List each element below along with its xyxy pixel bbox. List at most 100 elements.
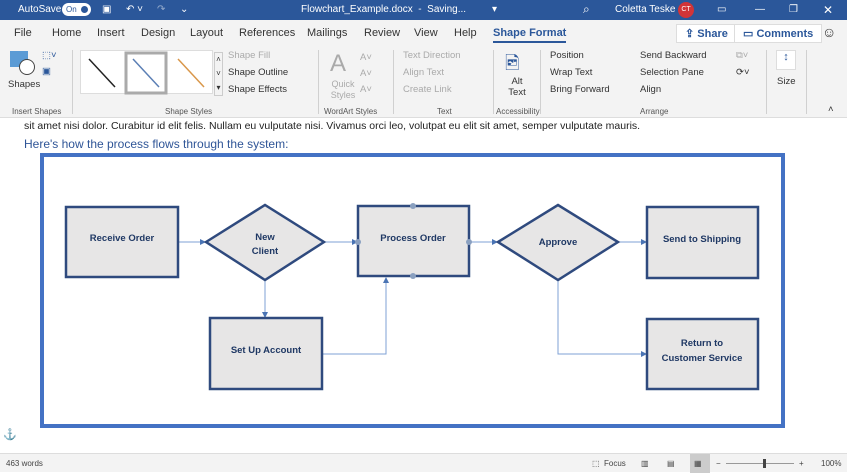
tab-home[interactable]: Home [52, 27, 82, 39]
undo-icon[interactable]: ↶ ˅ [126, 4, 143, 15]
return-label-2: Customer Service [662, 353, 743, 364]
alt-text-button[interactable]: Alt Text [508, 76, 526, 98]
feedback-smiley-icon[interactable]: ☺ [822, 24, 837, 40]
status-bar: 463 words ⬚ Focus ▥ ▤ ▦ − + 100% [0, 453, 847, 473]
selection-pane-button[interactable]: Selection Pane [640, 67, 704, 78]
group-shape-styles: Shape Styles [165, 107, 213, 116]
text-fill-outline-effects-icons[interactable]: A˅A˅A˅ [360, 52, 372, 95]
divider [806, 50, 807, 114]
print-layout-icon[interactable]: ▤ [667, 459, 675, 468]
shapes-button[interactable]: Shapes [8, 79, 41, 90]
minimize-icon[interactable]: — [755, 4, 765, 15]
tab-help[interactable]: Help [454, 27, 477, 39]
tab-shape-format[interactable]: Shape Format [493, 27, 567, 43]
divider [540, 50, 541, 114]
comments-button[interactable]: ▭ Comments [734, 24, 823, 43]
group-arrange: Arrange [640, 107, 669, 116]
web-layout-icon[interactable]: ▦ [690, 454, 710, 473]
edit-shape-icon[interactable]: ⬚˅ [42, 50, 57, 61]
group-wordart-styles: WordArt Styles [324, 107, 378, 116]
new-client-label-2: Client [252, 246, 279, 257]
new-client-diamond [203, 203, 327, 282]
text-box-icon[interactable]: ▣ [42, 66, 51, 77]
ribbon: Shapes ⬚˅ ▣ Insert Shapes ˄˅▾ Shape Fill… [0, 46, 847, 118]
avatar[interactable]: CT [678, 2, 694, 18]
save-icon[interactable]: ▣ [102, 4, 112, 15]
word-count[interactable]: 463 words [6, 459, 43, 468]
zoom-out-icon[interactable]: − [716, 459, 721, 468]
search-icon[interactable]: ⌕ [583, 2, 590, 16]
connector [322, 277, 389, 355]
document-title: Flowchart_Example.docx - Saving... [301, 4, 467, 15]
gallery-scroll-icon[interactable]: ˄˅▾ [214, 52, 223, 96]
create-link-button[interactable]: Create Link [403, 84, 452, 95]
zoom-in-icon[interactable]: + [799, 459, 804, 468]
group-objects-icon[interactable]: ⧉˅ [736, 50, 749, 61]
align-button[interactable]: Align [640, 84, 662, 95]
flowchart-shapes[interactable] [64, 203, 760, 391]
share-icon: ⇪ [685, 28, 698, 40]
dropdown-icon[interactable]: ▾ [492, 4, 498, 15]
size-button[interactable]: Size [777, 76, 796, 87]
zoom-slider[interactable] [726, 463, 794, 464]
comment-icon: ▭ [743, 28, 757, 40]
restore-icon[interactable]: ❐ [789, 4, 798, 15]
collapse-ribbon-icon[interactable]: ˄ [828, 104, 834, 115]
shape-fill-button[interactable]: Shape Fill [228, 50, 271, 61]
tab-design[interactable]: Design [141, 27, 176, 39]
document-page[interactable]: sit amet nisi dolor. Curabitur id elit f… [0, 118, 847, 453]
flowchart[interactable]: Receive Order New Client Process Order A… [0, 118, 847, 453]
tab-file[interactable]: File [14, 27, 32, 39]
redo-icon[interactable]: ↷ [157, 4, 166, 15]
read-mode-icon[interactable]: ▥ [641, 459, 649, 468]
align-text-button[interactable]: Align Text [403, 67, 445, 78]
connector [557, 280, 647, 357]
autosave-toggle[interactable]: On [62, 3, 91, 16]
divider [766, 50, 767, 114]
focus-button[interactable]: Focus [604, 459, 626, 468]
anchor-icon[interactable]: ⚓ [3, 428, 17, 441]
text-direction-button[interactable]: Text Direction [403, 50, 461, 61]
position-button[interactable]: Position [550, 50, 584, 61]
shape-style-gallery[interactable] [80, 50, 213, 95]
tab-review[interactable]: Review [364, 27, 401, 39]
line-style-previews [88, 51, 205, 95]
zoom-level[interactable]: 100% [821, 459, 842, 468]
selection-handles[interactable] [355, 203, 472, 279]
shape-effects-button[interactable]: Shape Effects [228, 84, 287, 95]
share-label: Share [697, 28, 728, 40]
group-insert-shapes: Insert Shapes [12, 107, 62, 116]
quick-styles-button[interactable]: Quick Styles [330, 79, 356, 100]
tab-insert[interactable]: Insert [97, 27, 125, 39]
customize-icon[interactable]: ⌄ [180, 4, 189, 15]
ribbon-tabs: File Home Insert Design Layout Reference… [0, 20, 847, 46]
rotate-icon[interactable]: ⟳˅ [736, 67, 750, 78]
tab-references[interactable]: References [239, 27, 296, 39]
wrap-text-button[interactable]: Wrap Text [550, 67, 593, 78]
close-icon[interactable]: ✕ [823, 3, 834, 17]
divider [493, 50, 494, 114]
section-heading: Here's how the process flows through the… [24, 137, 289, 151]
bring-forward-button[interactable]: Bring Forward [550, 84, 610, 95]
size-icon: ↕ [776, 50, 796, 70]
divider [72, 50, 73, 114]
approve-diamond [495, 203, 621, 282]
send-backward-button[interactable]: Send Backward [640, 50, 707, 61]
divider [318, 50, 319, 114]
process-order-label: Process Order [380, 233, 446, 244]
tab-layout[interactable]: Layout [190, 27, 224, 39]
connectors [178, 239, 647, 357]
user-name[interactable]: Coletta Teske [615, 4, 676, 15]
focus-icon: ⬚ [592, 459, 600, 468]
shape-outline-button[interactable]: Shape Outline [228, 67, 289, 78]
ribbon-display-icon[interactable]: ▭ [717, 4, 727, 15]
tab-mailings[interactable]: Mailings [307, 27, 348, 39]
tab-view[interactable]: View [414, 27, 438, 39]
share-button[interactable]: ⇪ Share [676, 24, 737, 43]
title-bar: AutoSave On ▣ ↶ ˅ ↷ ⌄ Flowchart_Example.… [0, 0, 847, 20]
quick-styles-icon: A [330, 50, 347, 77]
alt-text-icon: 🖻 [505, 53, 520, 73]
set-up-account-label: Set Up Account [231, 345, 302, 356]
divider [393, 50, 394, 114]
zoom-slider-thumb[interactable] [763, 459, 766, 468]
